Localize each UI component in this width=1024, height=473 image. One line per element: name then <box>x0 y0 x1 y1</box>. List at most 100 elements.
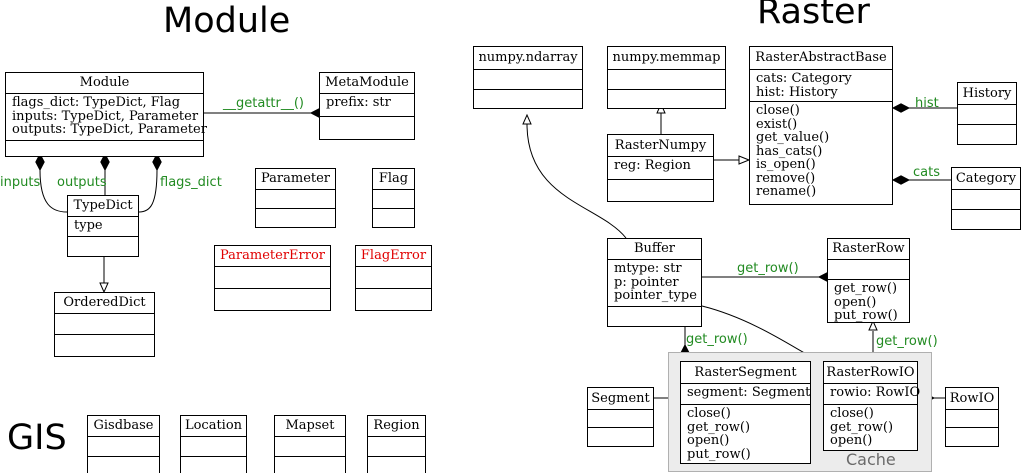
class-attribute: rowio: RowIO <box>830 385 921 400</box>
rasterrow-class: RasterRow get_row()open()put_row() <box>827 238 910 323</box>
class-method: close() <box>830 406 874 421</box>
class-name: RasterAbstractBase <box>750 47 892 70</box>
class-method: exist() <box>756 116 798 132</box>
class-method: put_row() <box>834 308 898 323</box>
method-compartment <box>256 209 335 227</box>
class-attribute: inputs: TypeDict, Parameter <box>12 108 199 124</box>
get-row-rasterrow-edge-label: get_row() <box>737 261 799 276</box>
class-method: get_value() <box>756 130 830 145</box>
class-name: RowIO <box>946 388 998 410</box>
method-compartment <box>181 457 246 473</box>
class-name: Segment <box>588 388 653 410</box>
inheritance-arrow <box>868 319 878 331</box>
method-compartment <box>55 335 154 356</box>
class-name: RasterRow <box>828 239 909 260</box>
inputs-edge <box>39 169 68 213</box>
class-method: rename() <box>756 184 817 199</box>
class-name: Gisdbase <box>88 416 159 437</box>
method-compartment <box>588 428 653 446</box>
class-name: RasterNumpy <box>608 135 713 157</box>
class-attribute: reg: Region <box>614 158 691 173</box>
method-compartment <box>608 307 701 326</box>
method-compartment <box>275 457 345 473</box>
method-compartment: close()get_row()open() <box>824 405 917 450</box>
class-name: RasterSegment <box>681 362 810 384</box>
rowio-class: RowIO <box>945 387 999 447</box>
attribute-compartment <box>55 314 154 335</box>
class-name: OrderedDict <box>55 293 154 314</box>
class-name: numpy.memmap <box>608 47 725 70</box>
method-compartment <box>356 289 431 310</box>
buffer-ndarray-edge <box>526 123 627 239</box>
composition-diamond <box>891 103 911 113</box>
gis-section-title: GIS <box>7 418 67 458</box>
class-name: FlagError <box>356 246 431 267</box>
class-attribute: outputs: TypeDict, Parameter <box>12 122 207 137</box>
hist-edge-label: hist <box>915 96 939 111</box>
class-attribute: hist: History <box>756 84 838 100</box>
method-compartment <box>474 90 582 108</box>
attribute-compartment <box>952 190 1020 210</box>
attribute-compartment <box>946 410 998 428</box>
attribute-compartment <box>588 410 653 428</box>
attribute-compartment <box>958 105 1016 125</box>
class-name: MetaModule <box>320 73 414 94</box>
region-class: Region <box>367 415 426 473</box>
inputs-edge-label: inputs <box>0 175 41 190</box>
class-method: open() <box>687 433 730 448</box>
get-row-segment-edge-label: get_row() <box>686 332 748 347</box>
attribute-compartment <box>356 267 431 289</box>
attribute-compartment: reg: Region <box>608 157 713 180</box>
method-compartment <box>608 180 713 201</box>
class-method: is_open() <box>756 157 816 172</box>
class-method: get_row() <box>830 419 894 435</box>
attribute-compartment <box>181 437 246 457</box>
method-compartment <box>373 209 414 227</box>
outputs-edge-label: outputs <box>57 175 107 190</box>
class-attribute: flags_dict: TypeDict, Flag <box>12 95 181 110</box>
composition-diamond <box>891 175 911 185</box>
method-compartment <box>368 457 425 473</box>
method-compartment <box>68 237 138 256</box>
attribute-compartment <box>215 267 330 289</box>
class-name: Parameter <box>256 169 335 190</box>
flagerror-class: FlagError <box>355 245 432 311</box>
mapset-class: Mapset <box>274 415 346 473</box>
class-method: get_row() <box>834 281 898 296</box>
flags-dict-edge <box>138 169 158 213</box>
attribute-compartment: type <box>68 217 138 237</box>
parameter-class: Parameter <box>255 168 336 228</box>
method-compartment <box>952 210 1020 229</box>
class-name: Buffer <box>608 239 701 260</box>
attribute-compartment: prefix: str <box>320 94 414 117</box>
method-compartment <box>88 457 159 473</box>
method-compartment: close()exist()get_value()has_cats()is_op… <box>750 102 892 204</box>
method-compartment: close()get_row()open()put_row() <box>681 405 810 463</box>
method-compartment <box>320 117 414 139</box>
attribute-compartment <box>275 437 345 457</box>
module-section-title: Module <box>163 1 291 41</box>
inheritance-arrow <box>738 155 751 165</box>
class-attribute: segment: Segment <box>687 385 811 400</box>
inheritance-arrow <box>522 113 532 125</box>
class-name: Region <box>368 416 425 437</box>
class-name: Location <box>181 416 246 437</box>
ndarray-class: numpy.ndarray <box>473 46 583 109</box>
attribute-compartment: segment: Segment <box>681 384 810 405</box>
segment-class: Segment <box>587 387 654 447</box>
location-class: Location <box>180 415 247 473</box>
class-name: numpy.ndarray <box>474 47 582 70</box>
composition-diamond <box>152 152 162 172</box>
class-method: open() <box>834 294 877 310</box>
attribute-compartment <box>828 260 909 280</box>
class-name: Mapset <box>275 416 345 437</box>
method-compartment <box>608 90 725 108</box>
getattr-edge-label: __getattr__() <box>223 96 304 111</box>
ordereddict-class: OrderedDict <box>54 292 155 357</box>
